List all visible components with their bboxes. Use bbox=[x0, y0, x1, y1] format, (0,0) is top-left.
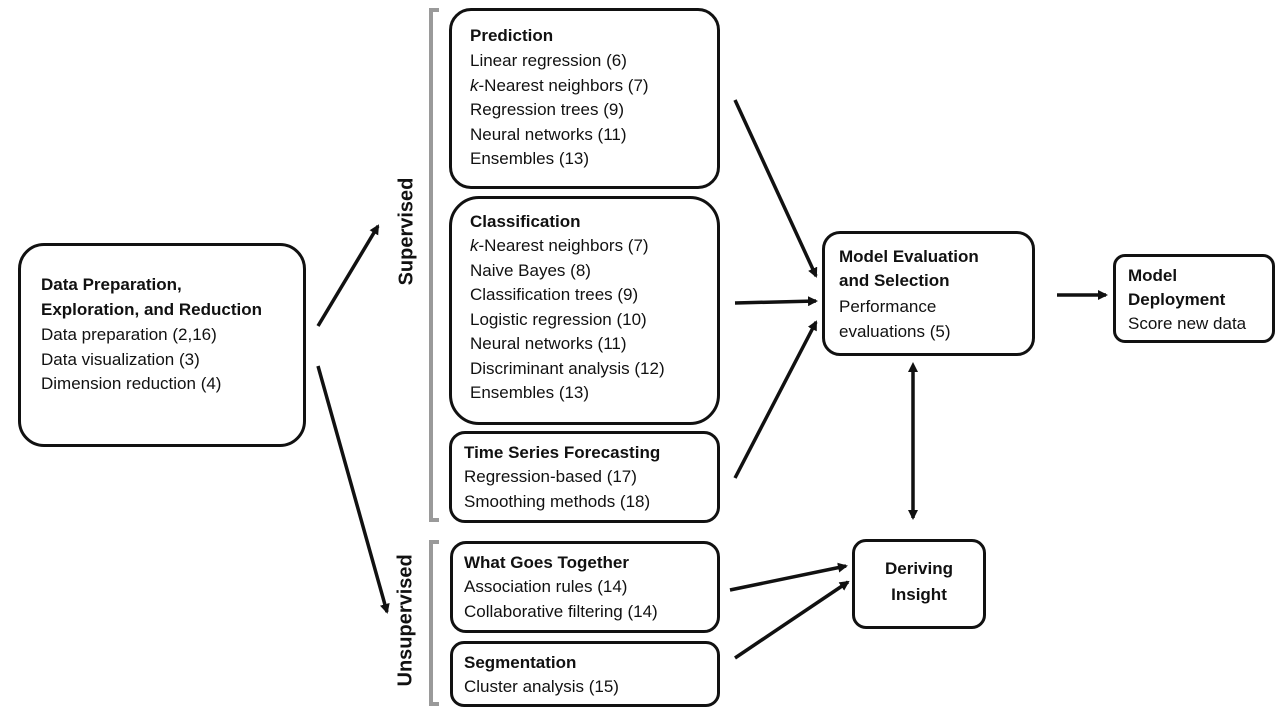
data-preparation-box: Data Preparation, Exploration, and Reduc… bbox=[18, 243, 306, 447]
list-item: Cluster analysis (15) bbox=[464, 677, 619, 696]
supervised-bracket bbox=[429, 8, 439, 522]
list-item: Data visualization (3) bbox=[41, 349, 200, 369]
time-series-title: Time Series Forecasting bbox=[464, 443, 661, 462]
model-evaluation-box: Model Evaluation and Selection Performan… bbox=[822, 231, 1035, 356]
unsupervised-bracket bbox=[429, 540, 439, 706]
what-goes-together-box: What Goes Together Association rules (14… bbox=[450, 541, 720, 633]
what-goes-together-title: What Goes Together bbox=[464, 553, 629, 572]
list-item: Logistic regression (10) bbox=[470, 309, 647, 329]
prediction-title: Prediction bbox=[470, 26, 554, 45]
classification-title: Classification bbox=[470, 212, 581, 231]
model-deployment-title-line1: Model bbox=[1128, 266, 1178, 285]
model-deployment-box: Model Deployment Score new data bbox=[1113, 254, 1275, 343]
list-item: Regression-based (17) bbox=[464, 467, 637, 486]
model-evaluation-title-line2: and Selection bbox=[839, 271, 950, 290]
data-preparation-title: Data Preparation, Exploration, and Reduc… bbox=[41, 275, 263, 319]
list-item: Collaborative filtering (14) bbox=[464, 601, 658, 621]
list-item: k-Nearest neighbors (7) bbox=[470, 75, 649, 95]
segmentation-box: Segmentation Cluster analysis (15) bbox=[450, 641, 720, 707]
list-item: evaluations (5) bbox=[839, 321, 951, 341]
deriving-insight-title-line1: Deriving bbox=[884, 559, 954, 578]
list-item: Association rules (14) bbox=[464, 577, 628, 596]
segmentation-title: Segmentation bbox=[464, 653, 577, 672]
list-item: Performance bbox=[839, 297, 937, 316]
arrow-wgt-to-insight bbox=[729, 562, 848, 592]
arrow-prediction-to-eval bbox=[733, 99, 818, 278]
list-item: Classification trees (9) bbox=[470, 285, 639, 304]
list-item: Smoothing methods (18) bbox=[464, 491, 651, 511]
arrow-to-unsupervised bbox=[316, 365, 390, 614]
deriving-insight-box: Deriving Insight bbox=[852, 539, 986, 629]
list-item: Neural networks (11) bbox=[470, 334, 627, 353]
list-item: Data preparation (2,16) bbox=[41, 325, 217, 344]
unsupervised-label: Unsupervised bbox=[394, 554, 417, 687]
list-item: Dimension reduction (4) bbox=[41, 374, 222, 393]
list-item: Naive Bayes (8) bbox=[470, 260, 591, 280]
list-item: Discriminant analysis (12) bbox=[470, 358, 665, 378]
list-item: Regression trees (9) bbox=[470, 100, 625, 119]
list-item: Score new data bbox=[1128, 314, 1247, 333]
time-series-box: Time Series Forecasting Regression-based… bbox=[449, 431, 720, 523]
arrow-segmentation-to-insight bbox=[734, 580, 850, 660]
classification-box: Classification k-Nearest neighbors (7) N… bbox=[449, 196, 720, 425]
list-item: Linear regression (6) bbox=[470, 51, 627, 70]
arrow-classification-to-eval bbox=[734, 296, 818, 307]
prediction-box: Prediction Linear regression (6) k-Neare… bbox=[449, 8, 720, 189]
model-evaluation-title-line1: Model Evaluation bbox=[839, 247, 979, 266]
arrow-to-supervised bbox=[316, 224, 380, 327]
list-item: Ensembles (13) bbox=[470, 383, 590, 402]
list-item: Ensembles (13) bbox=[470, 149, 590, 168]
list-item: k-Nearest neighbors (7) bbox=[470, 236, 649, 255]
list-item: Neural networks (11) bbox=[470, 124, 627, 144]
deriving-insight-title-line2: Insight bbox=[891, 585, 947, 604]
arrow-timeseries-to-eval bbox=[733, 320, 818, 479]
supervised-label: Supervised bbox=[395, 177, 418, 286]
model-deployment-title-line2: Deployment bbox=[1128, 290, 1226, 309]
